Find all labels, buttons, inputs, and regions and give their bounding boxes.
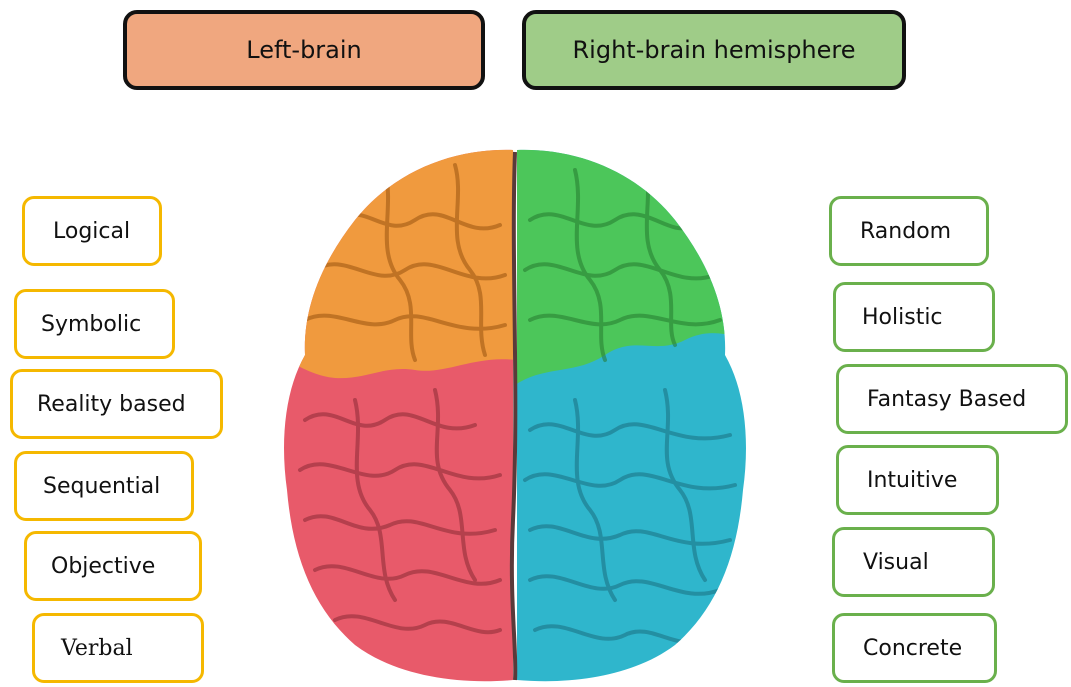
- right-trait-label: Random: [860, 219, 951, 244]
- right-trait-label: Visual: [863, 550, 929, 575]
- right-trait-label: Holistic: [862, 305, 943, 330]
- left-brain-header: Left-brain: [123, 10, 485, 90]
- left-trait-sequential: Sequential: [14, 451, 194, 521]
- right-trait-concrete: Concrete: [832, 613, 997, 683]
- right-brain-header: Right-brain hemisphere: [522, 10, 906, 90]
- left-brain-header-label: Left-brain: [246, 36, 362, 64]
- right-trait-random: Random: [829, 196, 989, 266]
- left-trait-verbal: Verbal: [32, 613, 204, 683]
- right-trait-intuitive: Intuitive: [836, 445, 999, 515]
- right-trait-label: Fantasy Based: [867, 387, 1026, 412]
- left-trait-reality-based: Reality based: [10, 369, 223, 439]
- left-trait-label: Sequential: [43, 474, 160, 499]
- left-trait-label: Verbal: [61, 636, 133, 661]
- right-trait-label: Intuitive: [867, 468, 957, 493]
- brain-illustration: [275, 140, 755, 685]
- left-trait-logical: Logical: [22, 196, 162, 266]
- left-trait-objective: Objective: [24, 531, 202, 601]
- left-trait-label: Symbolic: [41, 312, 141, 337]
- left-hemisphere: [275, 140, 515, 685]
- left-trait-label: Logical: [53, 219, 130, 244]
- left-trait-label: Objective: [51, 554, 155, 579]
- right-brain-header-label: Right-brain hemisphere: [572, 36, 855, 64]
- right-trait-fantasy-based: Fantasy Based: [836, 364, 1068, 434]
- left-trait-label: Reality based: [37, 392, 186, 417]
- right-hemisphere: [515, 140, 755, 685]
- left-trait-symbolic: Symbolic: [14, 289, 175, 359]
- right-trait-holistic: Holistic: [833, 282, 995, 352]
- right-trait-label: Concrete: [863, 636, 962, 661]
- right-trait-visual: Visual: [832, 527, 995, 597]
